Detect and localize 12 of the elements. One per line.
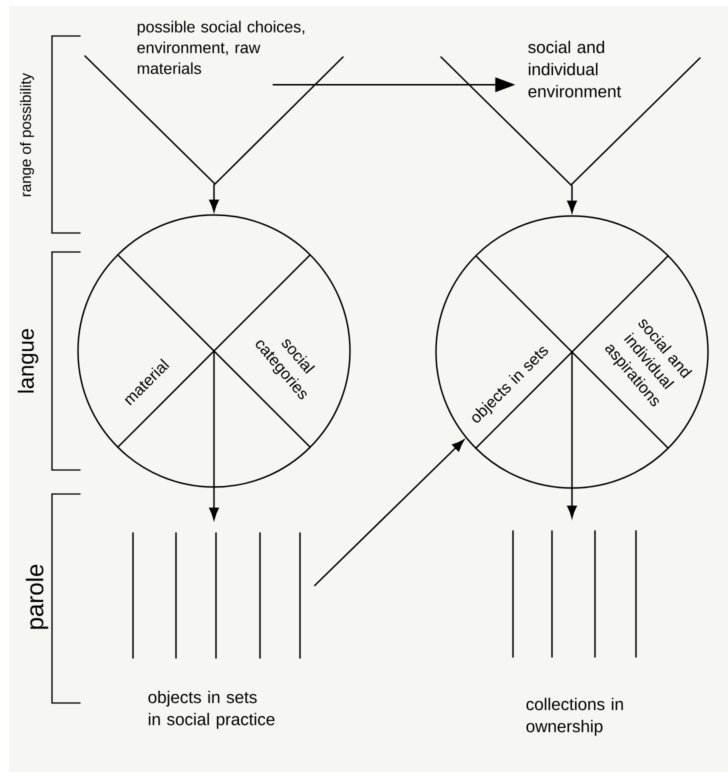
arrow bbox=[209, 184, 219, 212]
side-label: parole bbox=[26, 564, 48, 629]
funnel-label: social and individual environment bbox=[528, 40, 622, 98]
arrow bbox=[209, 350, 219, 520]
side-label: range of possibility bbox=[20, 72, 34, 196]
side-label: langue bbox=[18, 328, 38, 393]
funnel-label: possible social choices, environment, raw materials bbox=[137, 20, 304, 74]
arrow bbox=[567, 351, 577, 518]
arrow bbox=[567, 185, 577, 213]
set-caption: collections in ownership bbox=[526, 698, 623, 736]
set-caption: objects in sets in social practice bbox=[148, 690, 274, 729]
arrow bbox=[314, 440, 464, 586]
